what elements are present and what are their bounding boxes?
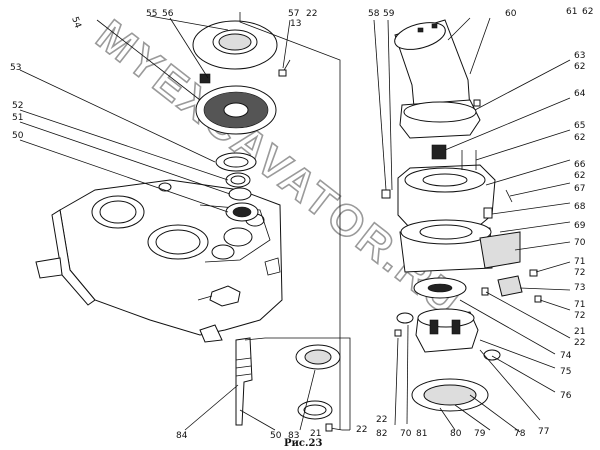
bolt-57 [278, 59, 291, 77]
callout-71a: 71 [574, 257, 585, 267]
bracket-line-bottom [265, 337, 351, 430]
callout-62b: 62 [574, 62, 585, 72]
callout-22c: 22 [376, 415, 387, 425]
callout-75: 75 [560, 367, 571, 377]
callout-78: 78 [514, 429, 526, 439]
housing-68 [399, 219, 521, 273]
callout-57: 57 [288, 9, 299, 19]
cover-plate-55 [192, 20, 278, 70]
callout-60: 60 [505, 9, 517, 19]
callout-80: 80 [450, 429, 462, 439]
callout-62d: 62 [574, 171, 585, 181]
callout-67: 67 [574, 184, 585, 194]
bolts-right [381, 99, 542, 337]
callout-71b: 71 [574, 300, 585, 310]
callout-70: 70 [574, 238, 586, 248]
gearbox-housing [35, 179, 283, 343]
callout-labels: 54 55 56 57 22 13 58 59 60 61 62 63 62 6… [10, 7, 593, 441]
callout-59: 59 [383, 9, 395, 19]
callout-21b: 21 [310, 429, 321, 439]
callout-56: 56 [162, 9, 174, 19]
callout-13: 13 [290, 19, 301, 29]
callout-70b: 70 [400, 429, 412, 439]
callout-50b: 50 [270, 431, 282, 441]
plate-73 [497, 275, 523, 297]
motor-60 [394, 19, 471, 119]
figure-caption: Рис.23 [284, 438, 322, 449]
seal-77 [483, 349, 501, 361]
callout-73: 73 [574, 283, 585, 293]
ring-52 [225, 172, 251, 188]
small-nut-56 [199, 73, 211, 84]
gear-coupling-63 [431, 144, 447, 160]
callout-63: 63 [574, 51, 585, 61]
callout-69: 69 [574, 221, 586, 231]
seal-51 [228, 187, 252, 201]
callout-77: 77 [538, 427, 549, 437]
washer-81 [396, 312, 414, 324]
shaft-84 [235, 337, 253, 426]
callout-72a: 72 [574, 268, 585, 278]
callout-82: 82 [376, 429, 387, 439]
planet-carrier-75 [415, 308, 479, 353]
callout-62c: 62 [574, 133, 585, 143]
housing-67 [397, 164, 496, 229]
leader-lines [19, 12, 571, 433]
callout-76: 76 [560, 391, 572, 401]
callout-54: 54 [69, 16, 82, 30]
callout-22a: 22 [306, 9, 317, 19]
callout-52: 52 [12, 101, 23, 111]
callout-68: 68 [574, 202, 586, 212]
callout-72b: 72 [574, 311, 585, 321]
callout-64: 64 [574, 89, 586, 99]
motor-flange-64 [399, 99, 481, 139]
bearing-74 [413, 277, 467, 299]
callout-81: 81 [416, 429, 427, 439]
callout-22d: 22 [356, 425, 367, 435]
bearing-50 [225, 202, 259, 222]
bracket-line-bottom-b [244, 337, 266, 341]
callout-21a: 21 [574, 327, 585, 337]
callout-66: 66 [574, 160, 586, 170]
callout-22b: 22 [574, 338, 585, 348]
callout-50: 50 [12, 131, 24, 141]
callout-62: 62 [582, 7, 593, 17]
bearing-cage-54 [195, 85, 277, 135]
callout-58: 58 [368, 9, 380, 19]
callout-53: 53 [10, 63, 21, 73]
washer-53 [215, 152, 257, 172]
callout-79: 79 [474, 429, 486, 439]
ring-gear-79 [411, 378, 489, 412]
callout-65: 65 [574, 121, 585, 131]
callout-51: 51 [12, 113, 23, 123]
callout-74: 74 [560, 351, 572, 361]
callout-83: 83 [288, 431, 299, 441]
callout-84: 84 [176, 431, 188, 441]
callout-55: 55 [146, 9, 157, 19]
callout-61: 61 [566, 7, 577, 17]
bearing-50b [295, 344, 341, 370]
